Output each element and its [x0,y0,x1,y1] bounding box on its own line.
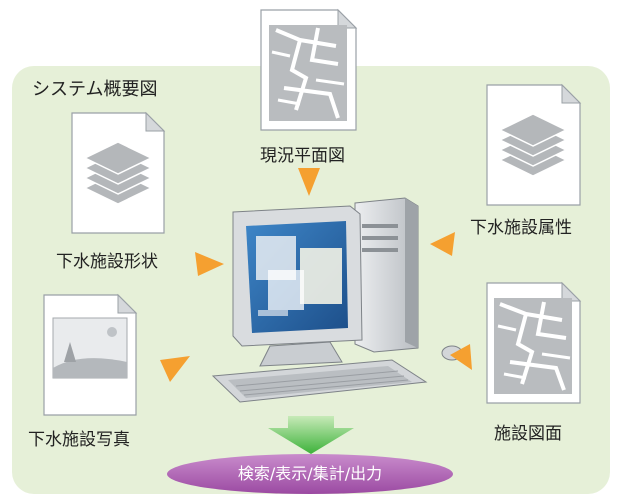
label-facility-attributes: 下水施設属性 [470,218,572,238]
layers-document-icon [71,111,166,234]
label-facility-photo: 下水施設写真 [28,430,130,450]
output-label: 検索/表示/集計/出力 [237,464,383,483]
label-current-plan: 現況平面図 [260,146,345,166]
arrow-down-from-map [298,168,320,196]
output-ellipse [167,454,453,494]
label-facility-shape: 下水施設形状 [56,252,158,272]
diagram-title: システム概要図 [32,79,158,100]
output-arrow-icon [268,416,354,454]
arrow-left-from-drawing [450,344,472,370]
photo-document-icon [43,293,138,416]
arrow-left-from-attributes [430,232,455,256]
arrow-right-from-photo [160,356,190,382]
label-facility-drawing: 施設図面 [494,424,562,444]
arrow-icon [160,168,472,382]
arrow-right-from-shape [195,252,224,276]
computer-icon [211,197,463,403]
map-document-icon [486,281,582,404]
map-document-icon [260,8,358,131]
layers-document-icon [486,83,582,206]
